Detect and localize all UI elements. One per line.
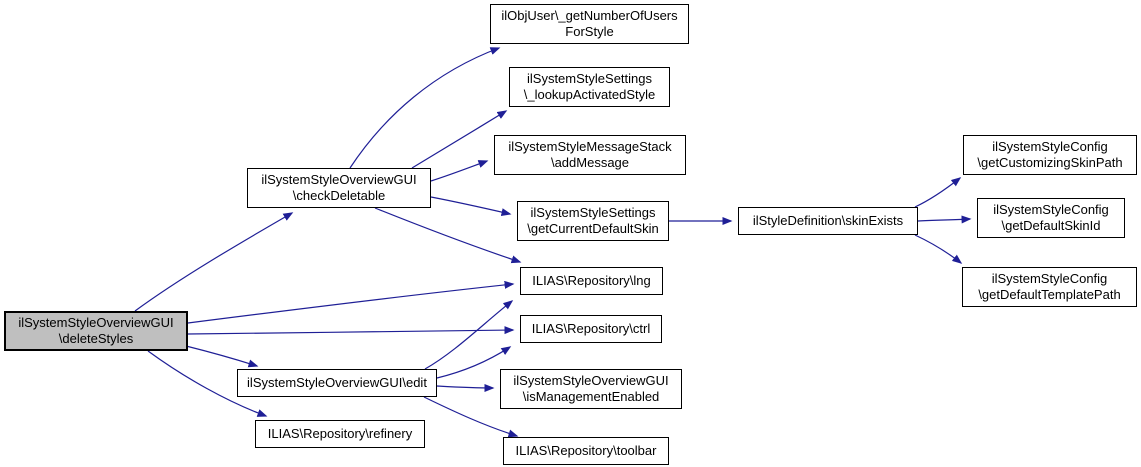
node-toolbar[interactable]: ILIAS\Repository\toolbar	[503, 437, 669, 465]
node-label-line: \checkDeletable	[292, 188, 386, 203]
node-label-line: ilSystemStyleConfig	[993, 201, 1109, 217]
node-label-line: ilObjUser\_getNumberOfUsers	[501, 7, 678, 23]
edge-checkDeletable-to-getCurrentDefaultSkin	[430, 196, 512, 216]
node-getDefaultTemplatePath[interactable]: ilSystemStyleConfig\getDefaultTemplatePa…	[962, 267, 1137, 307]
edge-deleteStyles-to-edit	[185, 345, 259, 368]
node-label-line: ILIAS\Repository\refinery	[267, 425, 413, 441]
node-label-line: ILIAS\Repository\toolbar	[515, 442, 657, 458]
edge-checkDeletable-to-getNumberOfUsersForStyle	[349, 47, 501, 169]
node-label-line: \getDefaultTemplatePath	[978, 287, 1121, 302]
node-label-line: ILIAS\Repository\lng	[532, 272, 651, 288]
node-label-line: \addMessage	[550, 155, 630, 170]
node-checkDeletable[interactable]: ilSystemStyleOverviewGUI\checkDeletable	[247, 168, 431, 208]
edge-skinExists-to-getDefaultTemplatePath	[914, 234, 963, 264]
node-addMessage[interactable]: ilSystemStyleMessageStack\addMessage	[494, 135, 686, 175]
node-label-line: ForStyle	[565, 24, 614, 39]
node-lng[interactable]: ILIAS\Repository\lng	[520, 267, 663, 295]
node-label-line: ilSystemStyleSettings	[530, 204, 656, 220]
node-label-line: ilSystemStyleConfig	[991, 270, 1108, 286]
edge-deleteStyles-to-lng	[187, 280, 515, 324]
edge-edit-to-toolbar	[423, 396, 519, 438]
node-edit[interactable]: ilSystemStyleOverviewGUI\edit	[237, 369, 437, 397]
edge-edit-to-ctrl	[436, 346, 512, 379]
node-getCustomizingSkinPath[interactable]: ilSystemStyleConfig\getCustomizingSkinPa…	[963, 135, 1137, 175]
node-deleteStyles[interactable]: ilSystemStyleOverviewGUI\deleteStyles	[4, 311, 188, 351]
node-label-line: ilSystemStyleSettings	[527, 70, 652, 86]
node-label-line: ILIAS\Repository\ctrl	[531, 320, 651, 336]
node-label-line: ilStyleDefinition\skinExists	[752, 212, 904, 228]
node-label-line: \getCurrentDefaultSkin	[527, 221, 659, 236]
node-label-line: ilSystemStyleOverviewGUI	[513, 372, 669, 388]
edge-checkDeletable-to-lng	[374, 207, 522, 264]
edge-checkDeletable-to-addMessage	[430, 160, 489, 182]
node-label-line: ilSystemStyleOverviewGUI	[18, 314, 174, 330]
edge-deleteStyles-to-checkDeletable	[134, 212, 294, 312]
node-label-line: \_lookupActivatedStyle	[523, 87, 656, 102]
node-getCurrentDefaultSkin[interactable]: ilSystemStyleSettings\getCurrentDefaultS…	[517, 201, 669, 241]
edge-skinExists-to-getDefaultSkinId	[917, 215, 972, 224]
edge-checkDeletable-to-lookupActivatedStyle	[411, 110, 508, 169]
node-ctrl[interactable]: ILIAS\Repository\ctrl	[520, 315, 662, 343]
node-getDefaultSkinId[interactable]: ilSystemStyleConfig\getDefaultSkinId	[977, 198, 1125, 238]
node-label-line: ilSystemStyleConfig	[992, 138, 1108, 154]
edge-skinExists-to-getCustomizingSkinPath	[914, 177, 962, 208]
node-label-line: \isManagementEnabled	[522, 389, 660, 404]
edge-edit-to-isManagementEnabled	[436, 383, 495, 392]
node-label-line: \getCustomizingSkinPath	[977, 155, 1123, 170]
node-label-line: \getDefaultSkinId	[1001, 218, 1101, 233]
node-skinExists[interactable]: ilStyleDefinition\skinExists	[738, 207, 918, 235]
node-label-line: \deleteStyles	[58, 331, 134, 346]
node-refinery[interactable]: ILIAS\Repository\refinery	[255, 420, 425, 448]
node-label-line: ilSystemStyleMessageStack	[508, 138, 672, 154]
edge-deleteStyles-to-refinery	[147, 350, 268, 417]
node-label-line: ilSystemStyleOverviewGUI	[261, 171, 417, 187]
edge-deleteStyles-to-ctrl	[187, 326, 515, 335]
node-isManagementEnabled[interactable]: ilSystemStyleOverviewGUI\isManagementEna…	[500, 369, 682, 409]
edge-edit-to-lng	[424, 300, 514, 370]
node-label-line: ilSystemStyleOverviewGUI\edit	[247, 374, 427, 390]
node-lookupActivatedStyle[interactable]: ilSystemStyleSettings\_lookupActivatedSt…	[509, 67, 670, 107]
